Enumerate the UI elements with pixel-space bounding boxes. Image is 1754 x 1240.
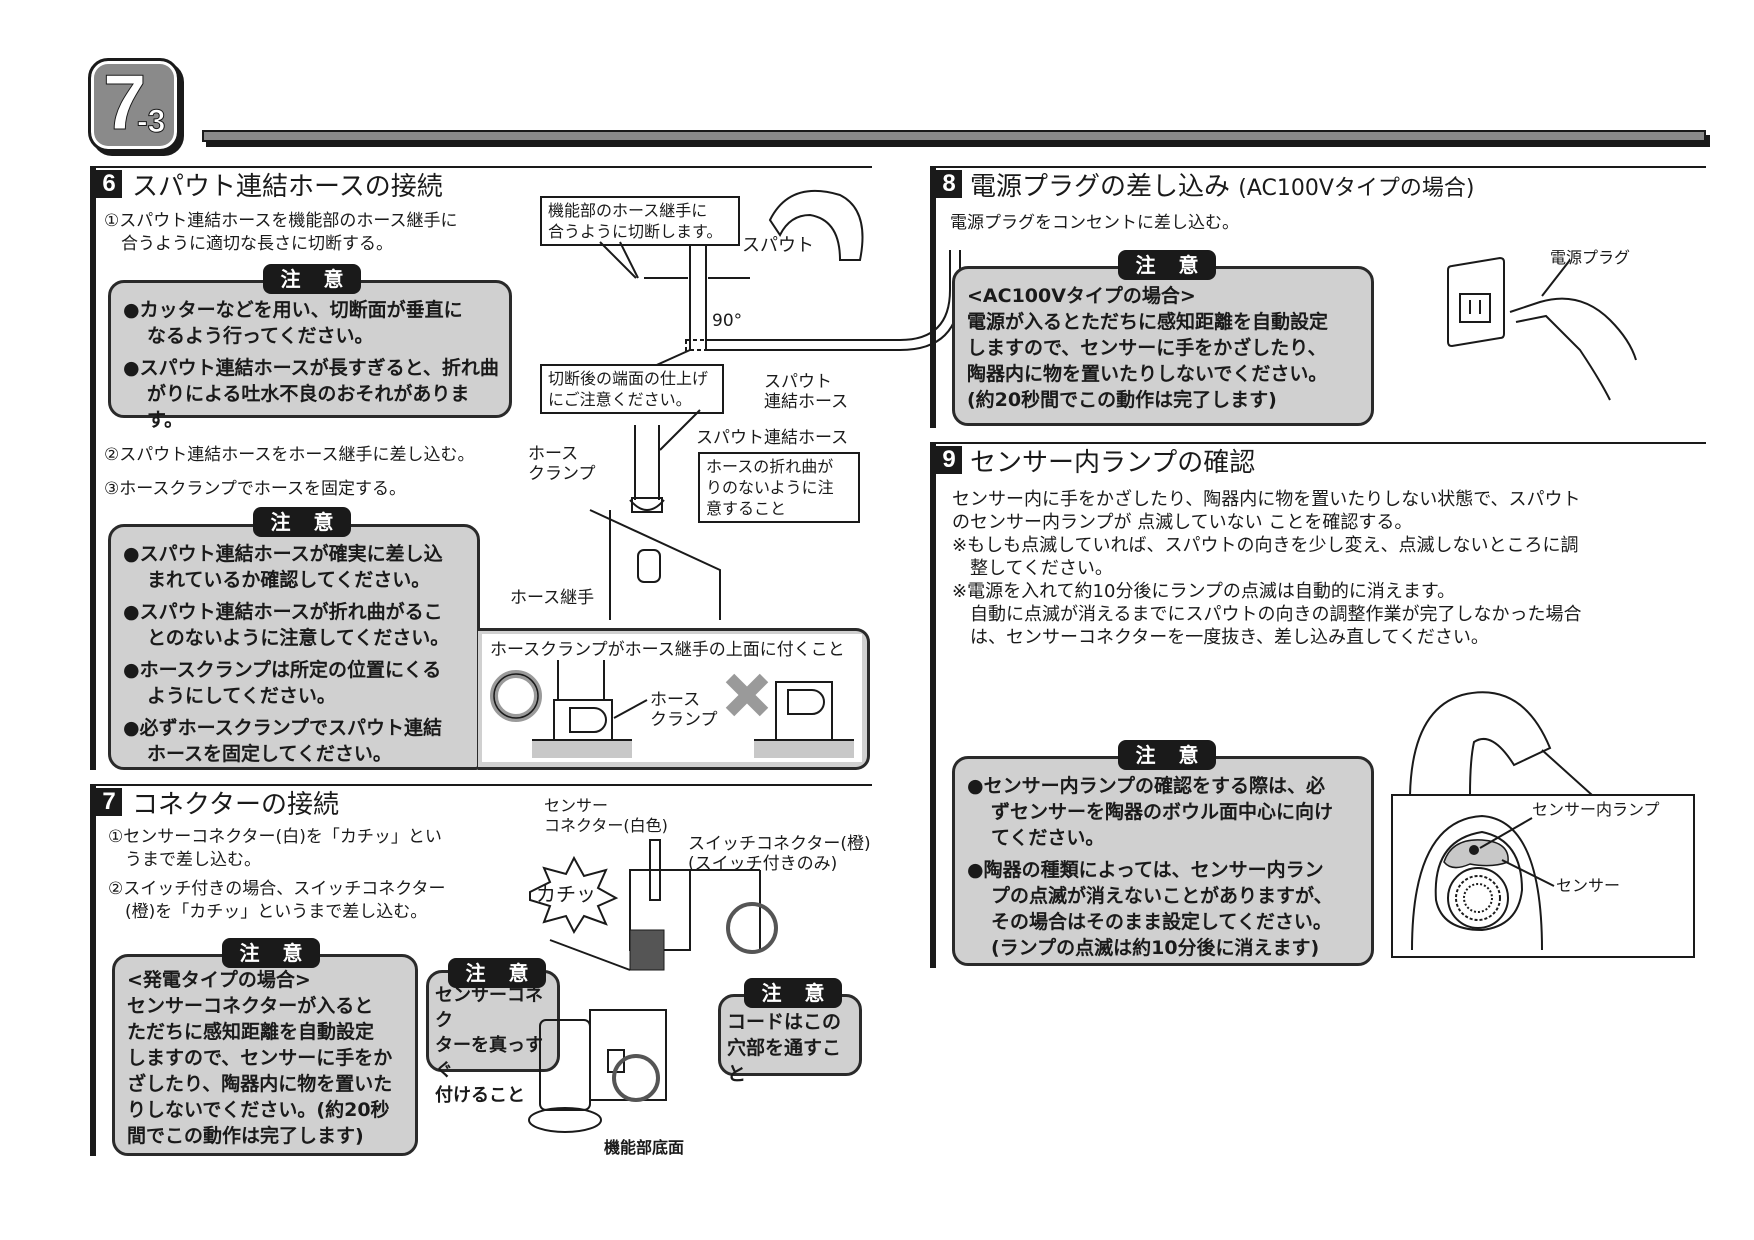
- callout-cut: 機能部のホース継手に合うように切断します。: [540, 196, 740, 246]
- hand-icon: [1509, 297, 1637, 361]
- section7-title: コネクターの接続: [132, 790, 339, 820]
- section7-sidebar: [90, 784, 96, 1156]
- section8-caution: <AC100Vタイプの場合>電源が入るとただちに感知距離を自動設定しますので、セ…: [952, 266, 1374, 426]
- caution-tag: 注 意: [263, 264, 361, 294]
- header-rule: [202, 130, 1706, 142]
- caution-tag: 注 意: [1118, 740, 1216, 770]
- caution-bullet: ●カッターなどを用い、切断面が垂直になるよう行ってください。: [123, 299, 463, 347]
- clamp-diagram: [490, 660, 854, 758]
- section9-sidebar: [930, 442, 936, 968]
- section9-body: センサー内に手をかざしたり、陶器内に物を置いたりしない状態で、スパウトのセンサー…: [952, 489, 1582, 648]
- label-angle: 90°: [712, 311, 743, 331]
- callout-kink: ホースの折れ曲がりのないように注意すること: [698, 452, 860, 523]
- caution-bullet: ●スパウト連結ホースが折れ曲がることのないように注意してください。: [123, 601, 450, 649]
- section8-title: 電源プラグの差し込み (AC100Vタイプの場合): [970, 172, 1475, 202]
- caution-tag: 注 意: [448, 958, 546, 988]
- valve-icon: [539, 1019, 591, 1111]
- chapter-number: 7: [102, 58, 147, 147]
- outlet-plug-diagram: [1447, 256, 1637, 401]
- caution-bullet: ●スパウト連結ホースが確実に差し込まれているか確認してください。: [123, 543, 443, 591]
- click-label: カチッ: [536, 882, 596, 906]
- caution-tag: 注 意: [222, 938, 320, 968]
- step-line: ①スパウト連結ホースを機能部のホース継手に: [104, 211, 458, 231]
- section8-number: 8: [936, 170, 962, 198]
- section8-rule: [930, 166, 1706, 168]
- ng-cross-icon: [725, 673, 769, 717]
- lamp-dot-icon: [1469, 845, 1479, 855]
- callout-finish: 切断後の端面の仕上げにご注意ください。: [540, 364, 724, 414]
- spout-icon: [768, 189, 864, 261]
- clamp-panel-label: ホースクランプ: [650, 690, 718, 730]
- section7-number: 7: [96, 788, 122, 816]
- section7-step2: ②スイッチ付きの場合、スイッチコネクター (橙)を「カチッ」というまで差し込む。: [108, 879, 446, 922]
- label-hose: スパウト連結ホース: [764, 372, 849, 412]
- clamp-panel-title: ホースクランプがホース継手の上面に付くこと: [490, 640, 845, 660]
- section6-step3: ③ホースクランプでホースを固定する。: [104, 479, 407, 499]
- hole-highlight-circle: [726, 902, 778, 954]
- clamp-icon: [631, 497, 663, 513]
- bottom-caption: 機能部底面: [604, 1138, 685, 1157]
- caution-tag: 注 意: [1118, 250, 1216, 280]
- chapter-badge: 7 -3: [88, 58, 180, 152]
- section9-number: 9: [936, 446, 962, 474]
- section6-caution2: ●スパウト連結ホースが確実に差し込まれているか確認してください。 ●スパウト連結…: [108, 524, 480, 770]
- sensor-lamp-diagram: [1391, 691, 1695, 958]
- label-sensor-connector: センサーコネクター(白色): [544, 796, 668, 835]
- sensor-grille-icon: [1447, 867, 1509, 929]
- section6-caution1: ●カッターなどを用い、切断面が垂直になるよう行ってください。 ●スパウト連結ホー…: [108, 280, 512, 431]
- section6-number: 6: [96, 170, 122, 198]
- click-burst-icon: [529, 855, 619, 935]
- label-hose2: スパウト連結ホース: [696, 428, 849, 448]
- label-spout: スパウト: [742, 235, 814, 256]
- label-sensor-lamp: センサー内ランプ: [1532, 800, 1660, 819]
- section7-caution1: <発電タイプの場合>センサーコネクターが入るとただちに感知距離を自動設定しますの…: [112, 954, 418, 1156]
- section7-step1: ①センサーコネクター(白)を「カチッ」とい うまで差し込む。: [108, 827, 442, 870]
- caution-bullet: ●ホースクランプは所定の位置にくるようにしてください。: [123, 659, 442, 707]
- section7-rule: [90, 784, 872, 786]
- section6-sidebar: [90, 166, 96, 770]
- label-sensor: センサー: [1556, 876, 1621, 895]
- base-block: [532, 740, 632, 758]
- section6-rule: [90, 166, 872, 168]
- outlet-icon: [1447, 256, 1505, 348]
- section9-caution: ●センサー内ランプの確認をする際は、必ずセンサーを陶器のボウル面中心に向けてくだ…: [952, 756, 1374, 966]
- label-joint: ホース継手: [510, 588, 595, 608]
- hole-highlight-circle: [612, 1054, 660, 1102]
- hose-joint-diagram: [589, 409, 721, 620]
- label-power-plug: 電源プラグ: [1550, 248, 1631, 267]
- step-line: 合うように適切な長さに切断する。: [104, 234, 393, 254]
- connector-diagram: [528, 839, 778, 1133]
- section9-title: センサー内ランプの確認: [970, 448, 1256, 478]
- section9-rule: [930, 442, 1706, 444]
- section6-title: スパウト連結ホースの接続: [132, 172, 443, 202]
- chapter-sub: -3: [136, 103, 166, 140]
- caution-bullet: ●センサー内ランプの確認をする際は、必ずセンサーを陶器のボウル面中心に向けてくだ…: [967, 775, 1334, 849]
- label-clamp: ホースクランプ: [528, 444, 596, 484]
- section8-body: 電源プラグをコンセントに差し込む。: [950, 213, 1239, 233]
- caution-tag: 注 意: [253, 507, 351, 537]
- section6-step2: ②スパウト連結ホースをホース継手に差し込む。: [104, 445, 475, 465]
- caution-bullet: ●陶器の種類によっては、センサー内ランプの点滅が消えないことがありますが、その場…: [967, 859, 1333, 959]
- caution-tag: 注 意: [744, 978, 842, 1008]
- caution-bullet: ●必ずホースクランプでスパウト連結ホースを固定してください。: [123, 717, 443, 765]
- section6-step1: ①スパウト連結ホースを機能部のホース継手に 合うように適切な長さに切断する。: [104, 210, 458, 256]
- section8-sidebar: [930, 166, 936, 428]
- spout-icon: [1409, 691, 1552, 796]
- section7-caution3: コードはこの穴部を通すこと: [718, 994, 862, 1085]
- caution-bullet: ●スパウト連結ホースが長すぎると、折れ曲がりによる吐水不良のおそれがあります。: [123, 357, 499, 431]
